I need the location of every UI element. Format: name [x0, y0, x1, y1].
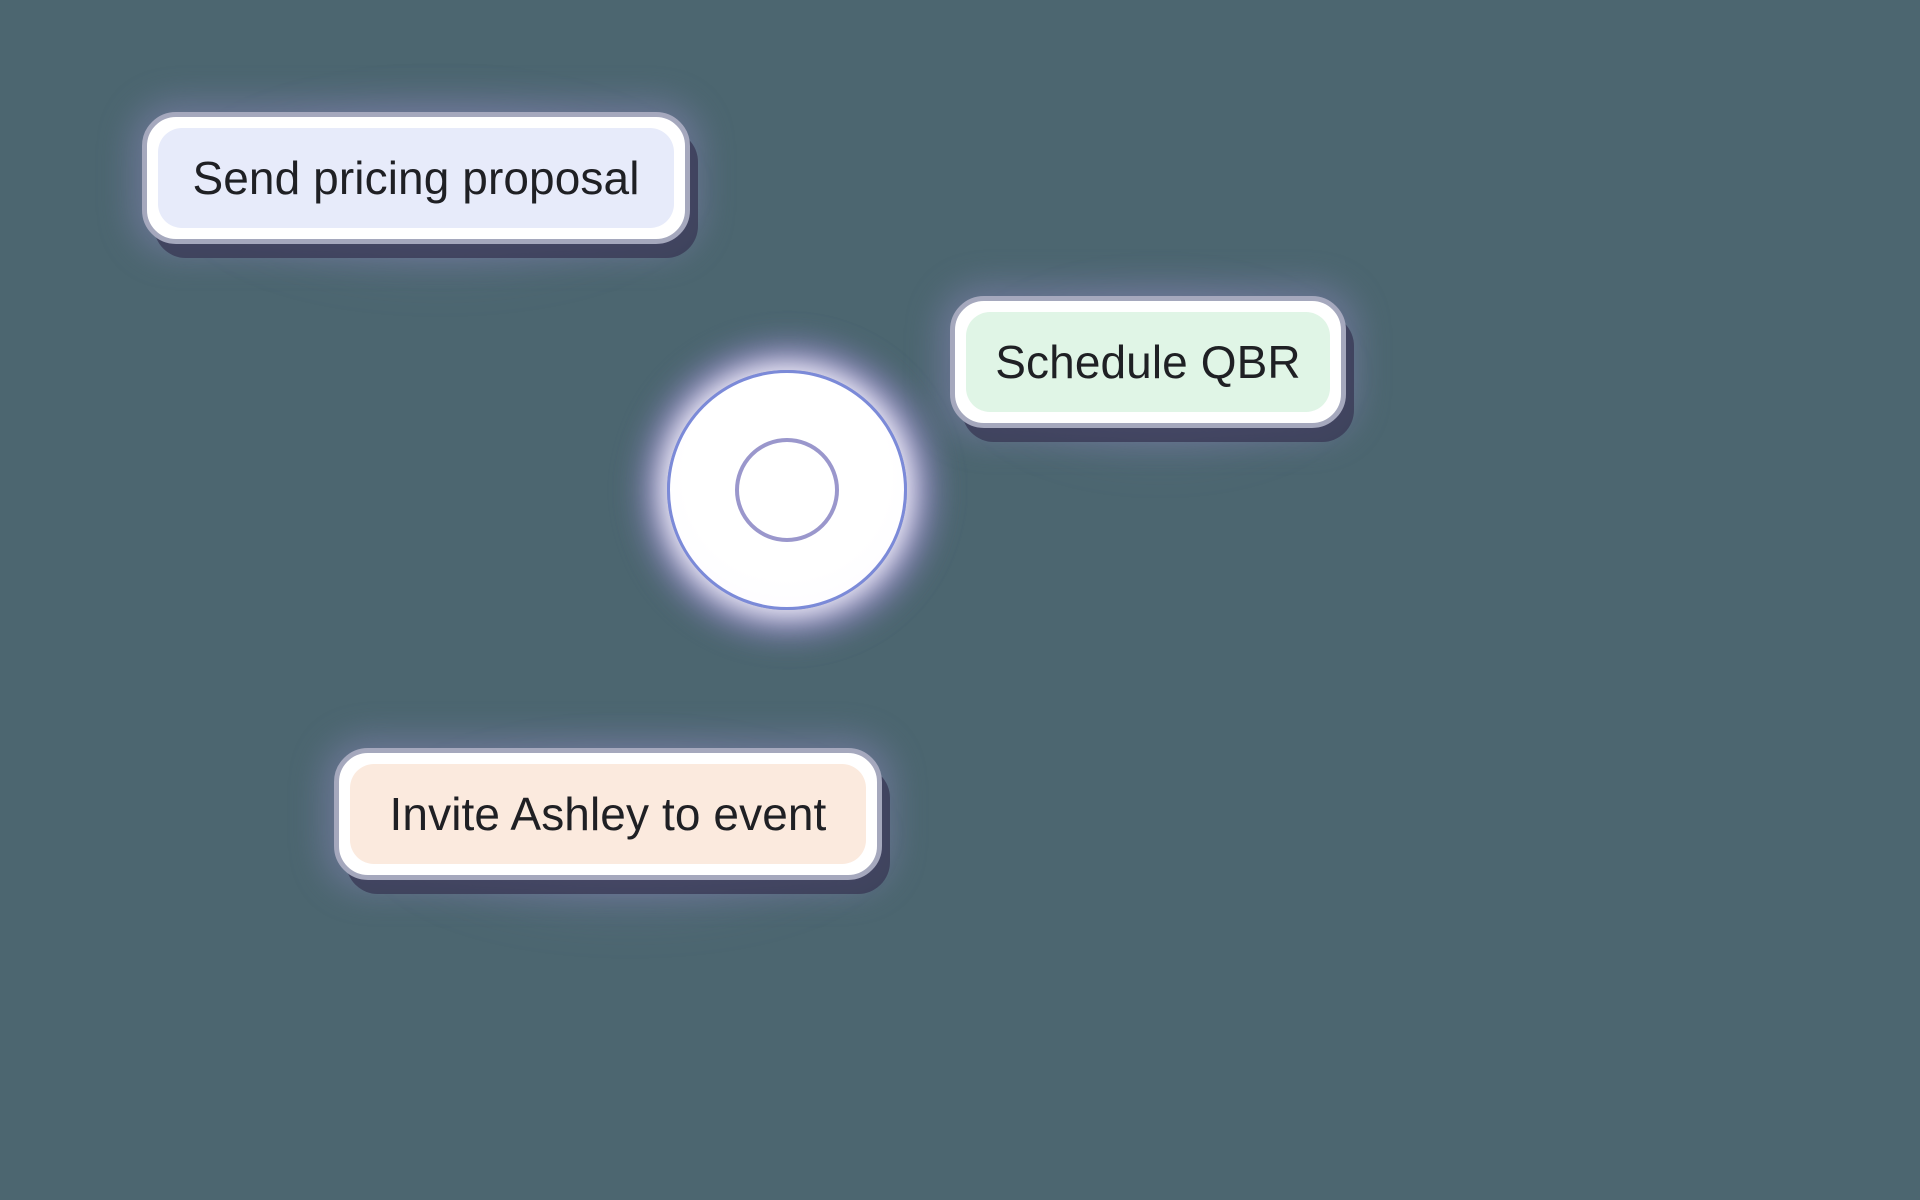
chip-label: Invite Ashley to event — [389, 788, 827, 840]
chip-fill: Schedule QBR — [966, 312, 1330, 412]
chip-fill: Send pricing proposal — [158, 128, 674, 228]
orb-disc — [667, 370, 907, 610]
suggestion-chip-schedule-qbr[interactable]: Schedule QBR — [950, 296, 1346, 428]
orb-inner-ring-icon — [735, 438, 839, 542]
suggestion-chip-invite-ashley-to-event[interactable]: Invite Ashley to event — [334, 748, 882, 880]
chip-label: Schedule QBR — [995, 336, 1301, 388]
record-indicator-orb[interactable] — [613, 316, 961, 664]
suggestion-chip-send-pricing-proposal[interactable]: Send pricing proposal — [142, 112, 690, 244]
chip-label: Send pricing proposal — [192, 152, 640, 204]
chip-fill: Invite Ashley to event — [350, 764, 866, 864]
